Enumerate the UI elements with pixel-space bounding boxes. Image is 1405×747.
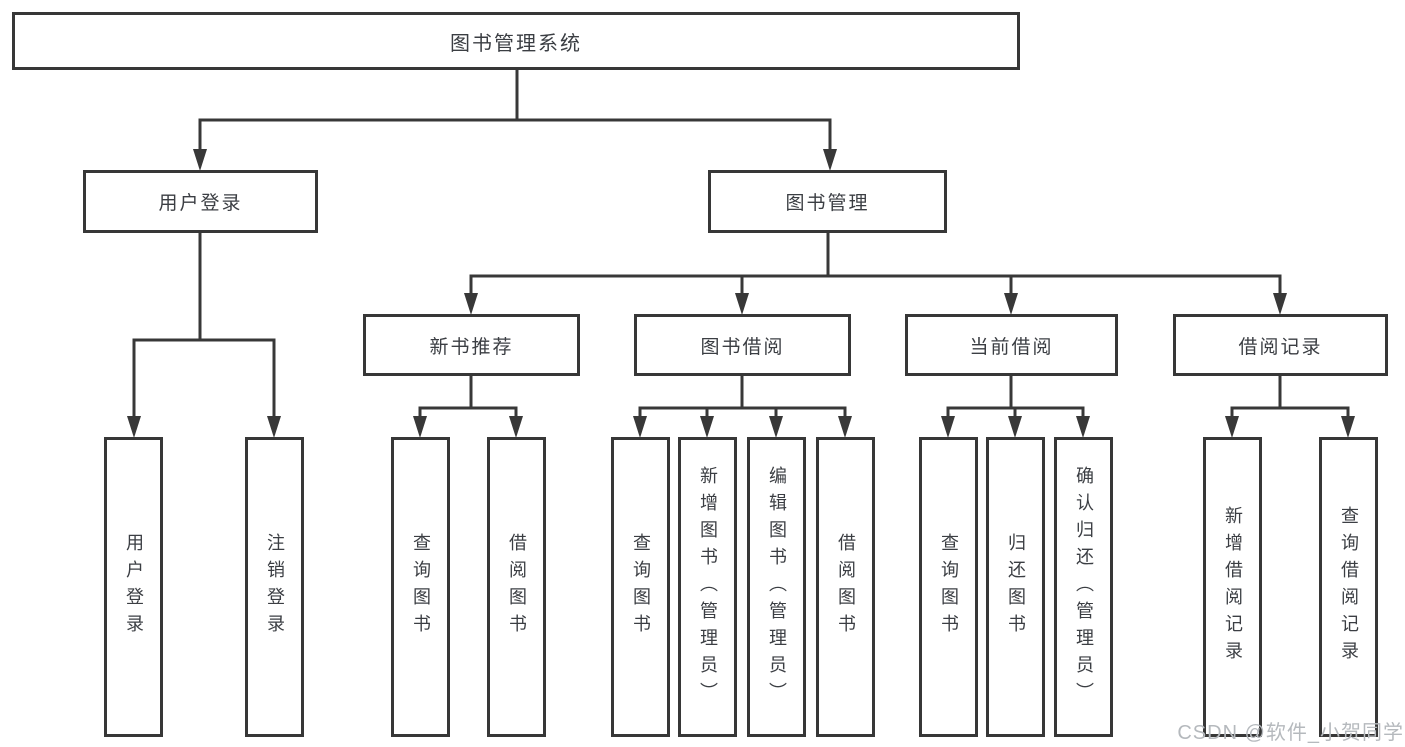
node-borrow-records: 借阅记录 — [1173, 314, 1388, 376]
leaf-label: 新增借阅记录 — [1222, 506, 1243, 668]
leaf-borrow-books-borrow: 借阅图书 — [816, 437, 875, 737]
node-book-borrow: 图书借阅 — [634, 314, 851, 376]
leaf-label: 查询借阅记录 — [1338, 506, 1359, 668]
leaf-label: 查询图书 — [630, 533, 651, 641]
node-new-book-recommend: 新书推荐 — [363, 314, 580, 376]
leaf-logout: 注销登录 — [245, 437, 304, 737]
leaf-query-books-borrow: 查询图书 — [611, 437, 670, 737]
leaf-add-borrow-record: 新增借阅记录 — [1203, 437, 1262, 737]
leaf-label: 编辑图书（管理员） — [766, 465, 787, 709]
csdn-watermark: CSDN @软件_小贺同学 — [1177, 722, 1404, 744]
leaf-label: 确认归还（管理员） — [1073, 465, 1094, 709]
node-root: 图书管理系统 — [12, 12, 1020, 70]
leaf-label: 用户登录 — [123, 533, 144, 641]
node-user-login: 用户登录 — [83, 170, 318, 233]
leaf-label: 借阅图书 — [835, 533, 856, 641]
leaf-label: 查询图书 — [938, 533, 959, 641]
leaf-label: 新增图书（管理员） — [697, 465, 718, 709]
leaf-label: 借阅图书 — [506, 533, 527, 641]
leaf-query-borrow-record: 查询借阅记录 — [1319, 437, 1378, 737]
leaf-return-books: 归还图书 — [986, 437, 1045, 737]
leaf-user-login: 用户登录 — [104, 437, 163, 737]
leaf-query-books-current: 查询图书 — [919, 437, 978, 737]
node-book-management: 图书管理 — [708, 170, 947, 233]
leaf-label: 归还图书 — [1005, 533, 1026, 641]
leaf-label: 查询图书 — [410, 533, 431, 641]
leaf-borrow-books-recommend: 借阅图书 — [487, 437, 546, 737]
leaf-query-books-recommend: 查询图书 — [391, 437, 450, 737]
node-current-borrow: 当前借阅 — [905, 314, 1118, 376]
leaf-label: 注销登录 — [264, 533, 285, 641]
leaf-edit-book-admin: 编辑图书（管理员） — [747, 437, 806, 737]
leaf-add-book-admin: 新增图书（管理员） — [678, 437, 737, 737]
leaf-confirm-return-admin: 确认归还（管理员） — [1054, 437, 1113, 737]
